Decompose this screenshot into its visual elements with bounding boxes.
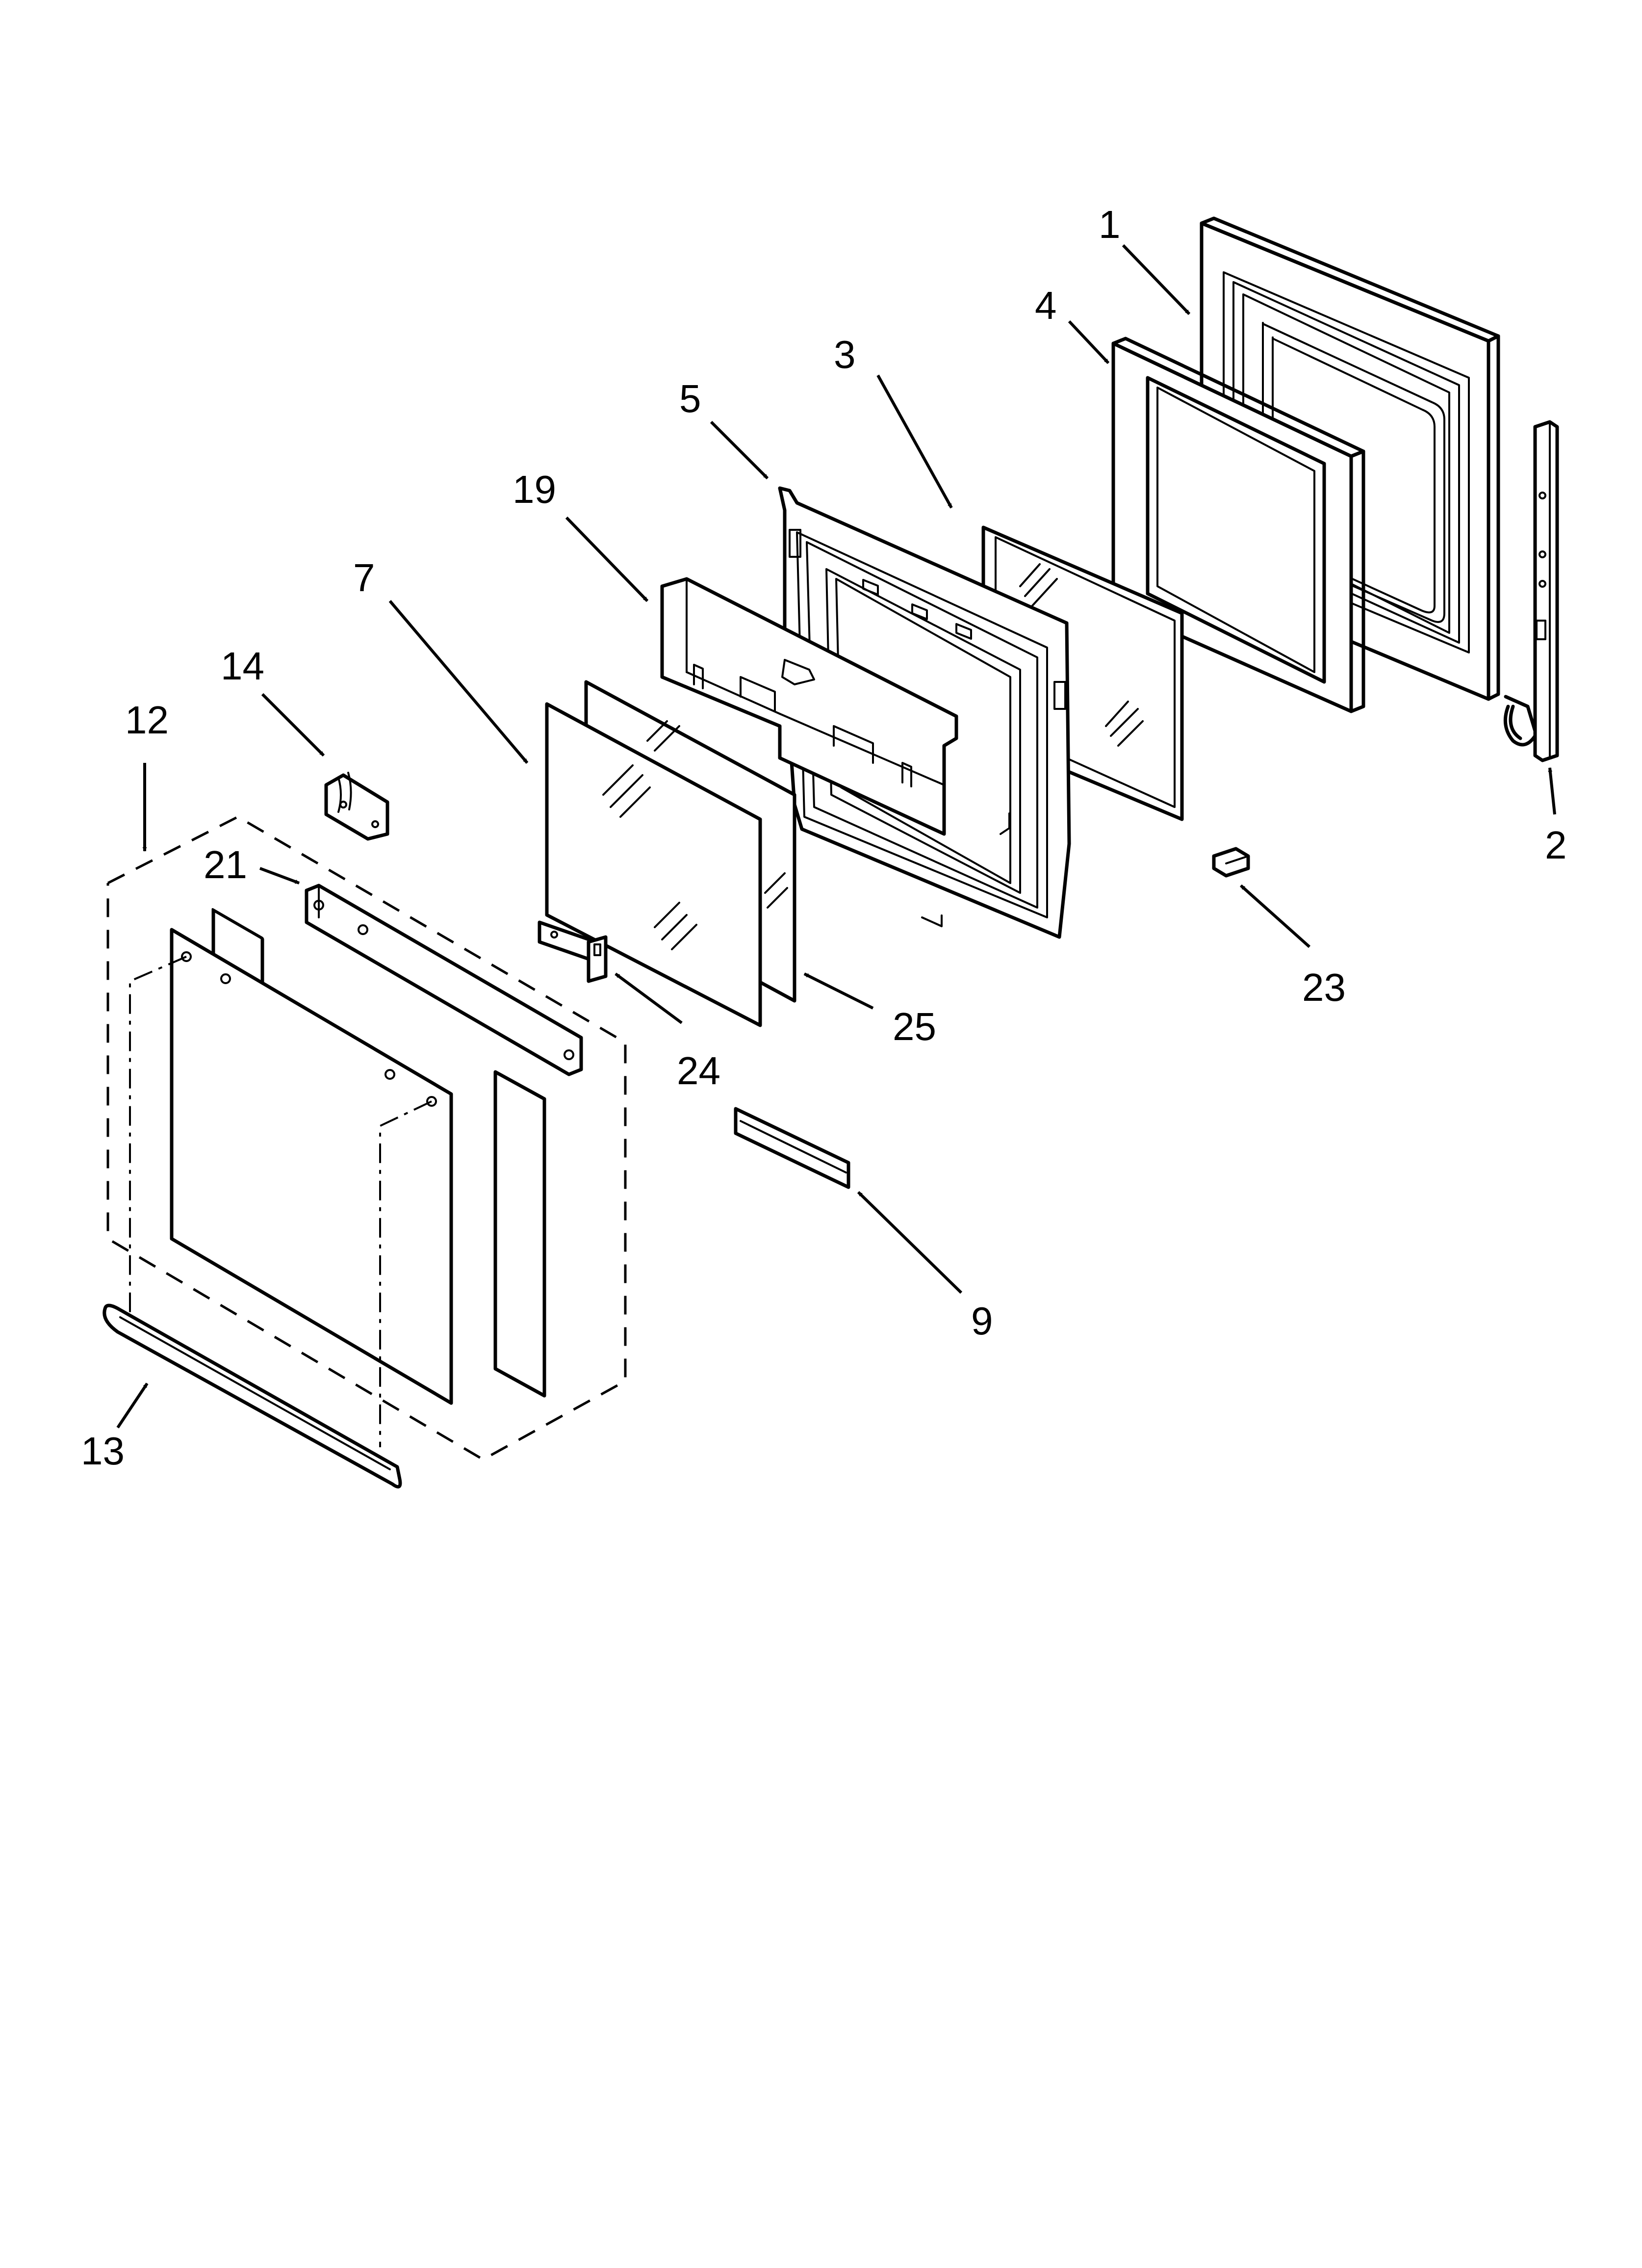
part-13-door-handle	[103, 1303, 402, 1489]
callout-9: 9	[971, 1299, 993, 1343]
callout-12: 12	[125, 698, 169, 742]
callout-19: 19	[513, 468, 556, 511]
callout-labels: 1 2 3 4 5 7 9 12 13 14 19 21 23 24 25	[81, 203, 1567, 1473]
part-21-top-trim	[305, 884, 583, 1076]
callout-7: 7	[353, 556, 375, 600]
callout-13: 13	[81, 1429, 125, 1473]
callout-14: 14	[221, 644, 264, 688]
alignment-lines	[129, 956, 432, 1447]
callout-2: 2	[1545, 823, 1567, 867]
callout-25: 25	[893, 1005, 936, 1048]
callout-23: 23	[1302, 965, 1346, 1009]
callout-21: 21	[204, 843, 247, 886]
part-24-glass-retainer	[538, 920, 608, 983]
callout-5: 5	[679, 377, 701, 420]
callout-24: 24	[677, 1049, 720, 1093]
callout-3: 3	[834, 333, 856, 376]
outer-door-panel	[170, 908, 546, 1405]
part-9-bottom-trim	[734, 1107, 850, 1189]
part-7-outer-glass	[545, 702, 762, 1027]
part-14-hinge-bracket	[324, 772, 389, 841]
callout-4: 4	[1035, 284, 1057, 327]
leader-lines	[116, 244, 1556, 1429]
part-2-door-hinge	[1503, 420, 1559, 762]
part-23-clip	[1212, 847, 1250, 878]
part-19-heat-shield	[660, 577, 958, 836]
callout-1: 1	[1099, 203, 1121, 246]
